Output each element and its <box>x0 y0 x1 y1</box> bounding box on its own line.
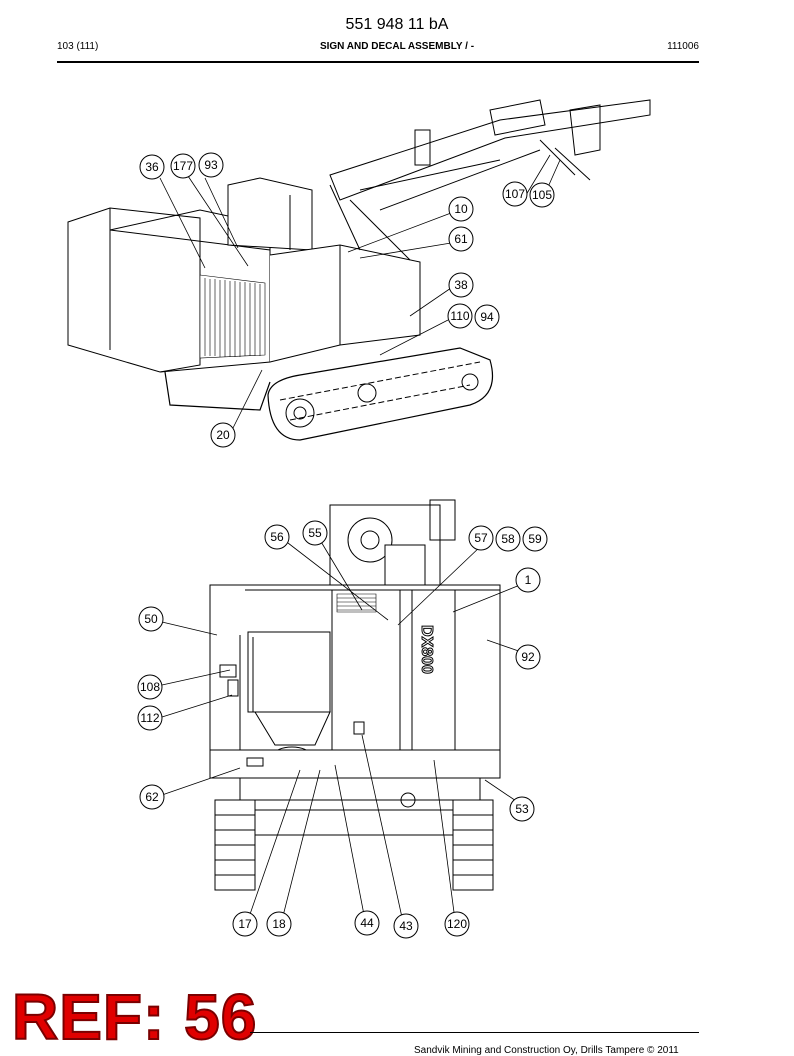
callout-61: 61 <box>448 226 474 252</box>
callout-label: 17 <box>238 917 252 931</box>
callout-label: 61 <box>454 232 468 246</box>
callout-57: 57 <box>468 525 494 551</box>
callout-label: 92 <box>521 650 535 664</box>
callout-label: 50 <box>144 612 158 626</box>
callout-label: 108 <box>140 680 160 694</box>
callout-38: 38 <box>448 272 474 298</box>
callout-label: 105 <box>532 188 552 202</box>
callout-44: 44 <box>354 910 380 936</box>
callout-110: 110 <box>447 303 473 329</box>
callout-group-fig2: 56 55 57 58 59 1 50 92 108 112 62 53 17 … <box>137 520 548 939</box>
document-number: 551 948 11 bA <box>345 16 449 33</box>
callout-43: 43 <box>393 913 419 939</box>
callout-label: 53 <box>515 802 529 816</box>
callout-label: 36 <box>145 160 159 174</box>
reference-label: REF: 56 <box>11 981 258 1053</box>
page-title: SIGN AND DECAL ASSEMBLY / - <box>319 41 475 52</box>
callout-93: 93 <box>198 152 224 178</box>
callout-17: 17 <box>232 911 258 937</box>
callout-55: 55 <box>302 520 328 546</box>
callout-label: 10 <box>454 202 468 216</box>
callout-label: 58 <box>501 532 515 546</box>
callout-label: 44 <box>360 916 374 930</box>
callout-label: 59 <box>528 532 542 546</box>
callout-20: 20 <box>210 422 236 448</box>
callout-label: 120 <box>447 917 467 931</box>
footer-copyright: Sandvik Mining and Construction Oy, Dril… <box>414 1045 679 1056</box>
callout-label: 110 <box>450 309 469 323</box>
callout-94: 94 <box>474 304 500 330</box>
footer-rule <box>250 1032 699 1033</box>
callout-group-fig1: 36 177 93 107 105 10 61 38 110 94 20 <box>139 152 555 448</box>
header-rule <box>57 61 699 63</box>
figure-front-view <box>161 499 531 923</box>
callout-92: 92 <box>515 644 541 670</box>
callout-label: 18 <box>272 917 286 931</box>
callout-label: 107 <box>505 187 525 201</box>
callout-36: 36 <box>139 154 165 180</box>
figure-isometric-view <box>67 99 651 441</box>
callout-label: 55 <box>308 526 322 540</box>
callout-120: 120 <box>444 911 470 937</box>
callout-label: 38 <box>454 278 468 292</box>
callout-56: 56 <box>264 524 290 550</box>
callout-107: 107 <box>502 181 528 207</box>
page-code: 111006 <box>667 41 699 52</box>
callout-label: 62 <box>145 790 159 804</box>
callout-label: 56 <box>270 530 284 544</box>
callout-53: 53 <box>509 796 535 822</box>
callout-label: 112 <box>140 711 159 725</box>
right-track <box>452 799 494 891</box>
callout-50: 50 <box>138 606 164 632</box>
callout-label: 57 <box>474 531 488 545</box>
left-track <box>214 799 256 891</box>
model-badge-front: DX800 <box>418 625 436 675</box>
callout-10: 10 <box>448 196 474 222</box>
callout-58: 58 <box>495 526 521 552</box>
page-number: 103 (111) <box>57 41 99 52</box>
callout-label: 20 <box>216 428 230 442</box>
callout-1: 1 <box>515 567 541 593</box>
callout-62: 62 <box>139 784 165 810</box>
callout-177: 177 <box>170 153 196 179</box>
callout-108: 108 <box>137 674 163 700</box>
callout-label: 177 <box>173 159 193 173</box>
callout-label: 43 <box>399 919 413 933</box>
callout-label: 1 <box>525 573 532 587</box>
model-badge-text: DX800 <box>418 625 435 674</box>
callout-18: 18 <box>266 911 292 937</box>
callout-59: 59 <box>522 526 548 552</box>
callout-105: 105 <box>529 182 555 208</box>
callout-112: 112 <box>137 705 163 731</box>
callout-label: 93 <box>204 158 218 172</box>
callout-label: 94 <box>480 310 494 324</box>
